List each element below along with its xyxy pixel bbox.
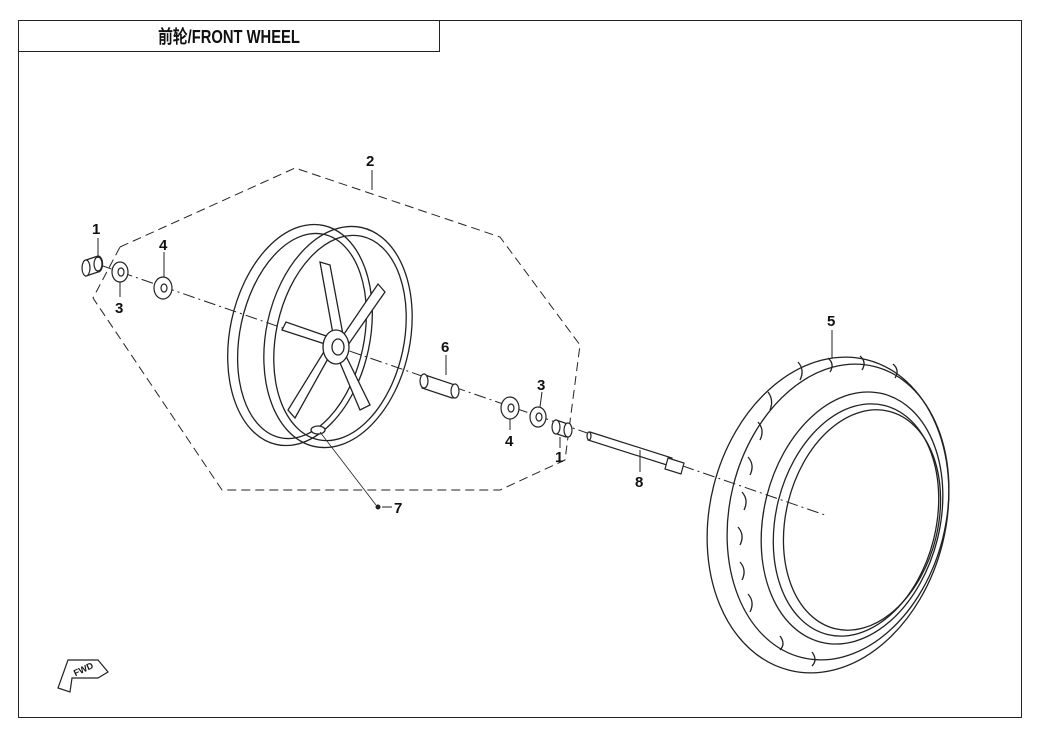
part-5-tire [706, 355, 950, 674]
part-3-seal-right [529, 406, 547, 428]
part-8-axle [586, 431, 685, 475]
part-6-spacer [419, 373, 460, 399]
callout-3-left: 3 [115, 300, 123, 317]
leader-lines [97, 170, 833, 472]
drawing-frame [18, 20, 1022, 718]
callout-8: 8 [635, 474, 643, 491]
callout-5: 5 [827, 313, 835, 330]
page-title: 前轮/FRONT WHEEL [158, 27, 300, 47]
callout-1-left: 1 [92, 221, 100, 238]
callout-4-left: 4 [159, 237, 168, 254]
part-1-collar-right [551, 419, 573, 438]
part-7-valve [319, 431, 392, 510]
callout-7: 7 [394, 500, 402, 517]
callout-1-right: 1 [555, 449, 563, 466]
title-box: 前轮/FRONT WHEEL [18, 20, 440, 52]
axle-centerline [99, 264, 826, 516]
part-3-seal-left [111, 261, 129, 283]
callout-6: 6 [441, 339, 449, 356]
part-4-bearing-left [153, 276, 173, 300]
callout-4-right: 4 [505, 433, 514, 450]
part-1-collar-left [81, 255, 104, 277]
callout-3-right: 3 [537, 377, 545, 394]
part-2-rim [227, 223, 413, 449]
assembly-outline [92, 167, 581, 491]
fwd-arrow-icon: FWD [57, 659, 109, 693]
part-4-bearing-right [500, 396, 520, 420]
callout-2: 2 [366, 153, 374, 170]
